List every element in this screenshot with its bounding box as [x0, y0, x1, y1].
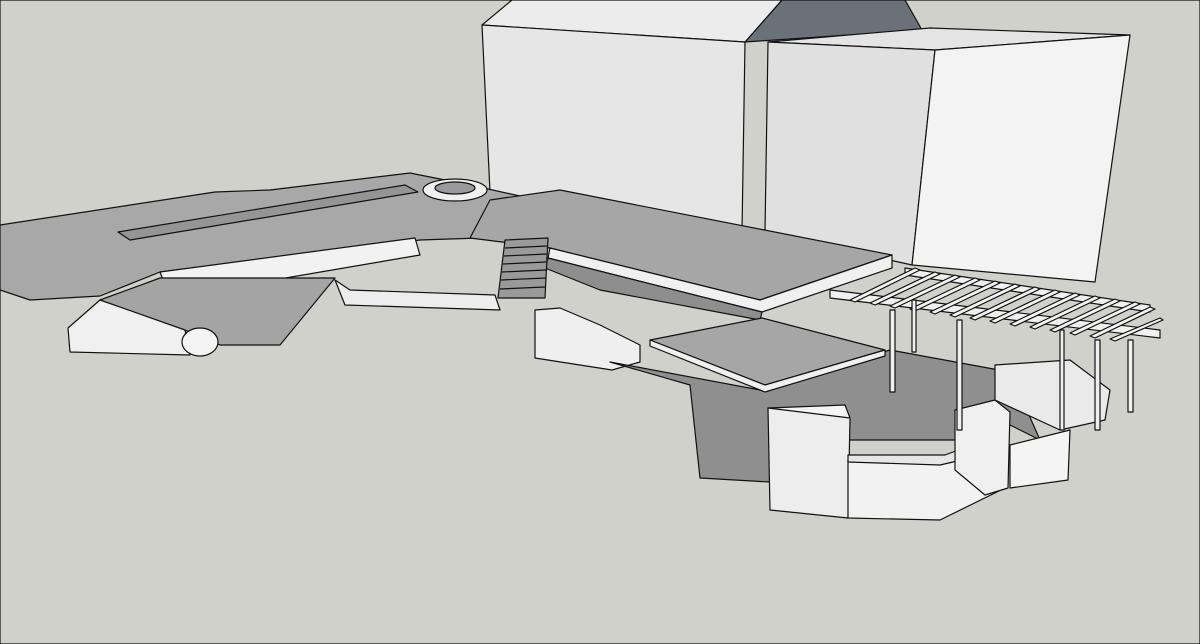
lower-left-terrace: [67, 277, 501, 357]
raised-platform-edge: [649, 339, 886, 393]
pergola-slats: [849, 267, 1164, 342]
side-stair: [534, 307, 641, 371]
planter-round: [181, 327, 219, 357]
lower-patio: [609, 317, 1111, 521]
bench-right: [1009, 429, 1071, 489]
upper-deck: [469, 189, 893, 321]
pergola: [829, 267, 1164, 431]
upper-left-terrace: [0, 172, 521, 301]
seat-box: [767, 407, 851, 519]
path-to-stairs: [334, 279, 501, 311]
fire-pit-inner: [434, 181, 476, 195]
terrace-inset: [117, 184, 419, 241]
house-right-front-wall: [911, 34, 1131, 283]
house: [481, 0, 1131, 283]
pergola-posts: [889, 299, 1134, 431]
house-right-side-wall: [764, 41, 936, 266]
bench-back: [994, 359, 1111, 431]
main-stair: [497, 237, 549, 299]
stair-treads: [499, 245, 548, 290]
stairs: [497, 237, 641, 371]
